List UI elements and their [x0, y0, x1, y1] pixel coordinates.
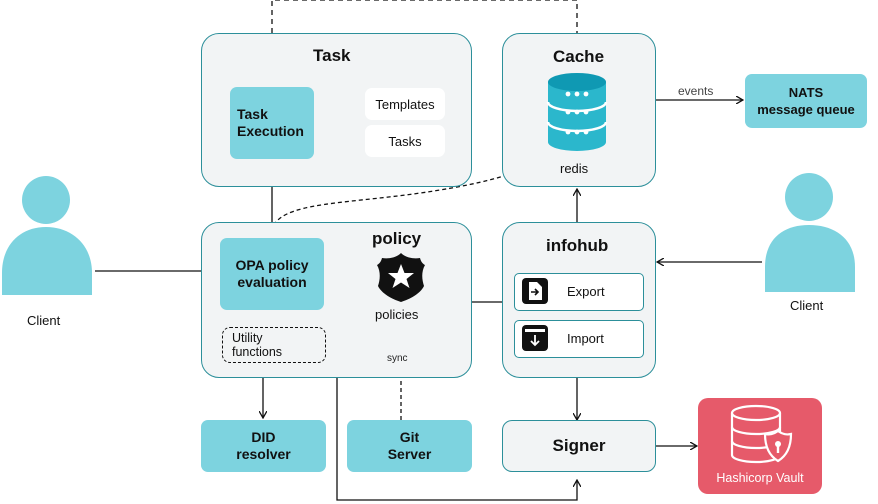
- database-icon: [546, 73, 608, 151]
- nats-box: NATS message queue: [745, 74, 867, 128]
- export-button[interactable]: Export: [514, 273, 644, 311]
- import-button[interactable]: Import: [514, 320, 644, 358]
- opa-evaluation-box: OPA policy evaluation: [220, 238, 324, 310]
- arrow-policy-signer: [336, 378, 577, 501]
- infohub-title: infohub: [546, 236, 609, 255]
- export-icon: [522, 278, 548, 304]
- import-label: Import: [567, 331, 604, 346]
- cache-title: Cache: [553, 47, 605, 66]
- templates-box: Templates: [365, 88, 445, 120]
- tasks-box: Tasks: [365, 125, 445, 157]
- policy-title: policy: [372, 229, 422, 248]
- did-resolver-box: DID resolver: [201, 420, 326, 472]
- task-execution-box: Task Execution: [230, 87, 314, 159]
- signer-box: Signer: [502, 420, 656, 472]
- person-icon: [765, 173, 855, 292]
- signer-label: Signer: [552, 436, 606, 455]
- policies-label: policies: [375, 307, 419, 322]
- vault-label: Hashicorp Vault: [716, 471, 804, 485]
- export-label: Export: [567, 284, 605, 299]
- git-server-box: Git Server: [347, 420, 472, 472]
- task-title: Task: [313, 46, 351, 65]
- sync-label: sync: [387, 353, 408, 364]
- utility-functions-box: Utility functions: [222, 327, 326, 363]
- import-icon: [522, 325, 548, 351]
- person-icon: [2, 176, 92, 295]
- events-label: events: [678, 84, 714, 98]
- redis-label: redis: [560, 161, 589, 176]
- vault-box: Hashicorp Vault: [698, 398, 822, 494]
- vault-icon: [730, 404, 793, 464]
- client-left-label: Client: [27, 313, 61, 328]
- police-badge-icon: [377, 253, 425, 302]
- client-right-label: Client: [790, 298, 824, 313]
